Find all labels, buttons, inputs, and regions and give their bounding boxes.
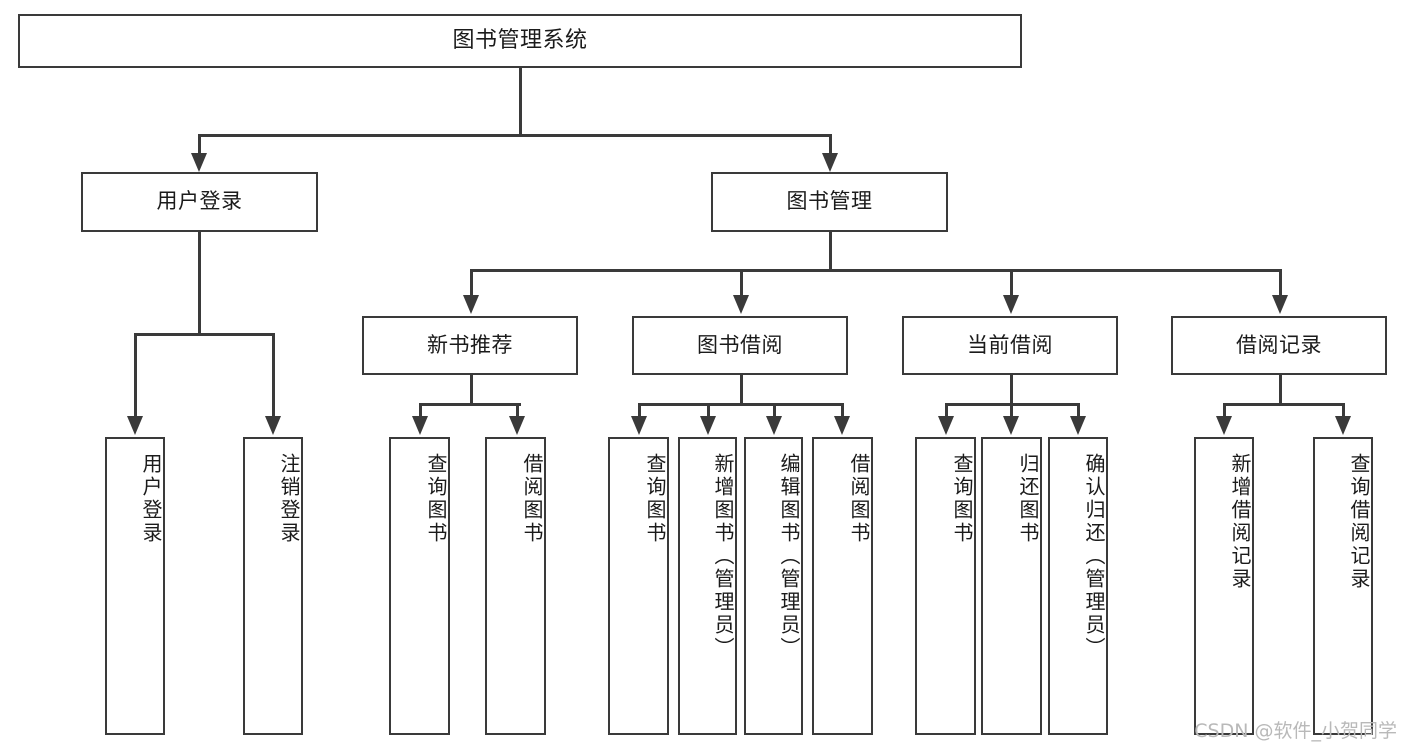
leaf-return-book[interactable]: 归还图书 bbox=[981, 437, 1042, 735]
leaf-label: 新增图书（管理员） bbox=[711, 453, 735, 660]
arrowhead-book-borrow-leaf-1 bbox=[631, 416, 647, 435]
edge-borrow-record-drop-2 bbox=[1342, 403, 1345, 417]
edge-book-management-stem bbox=[829, 232, 832, 272]
arrowhead-bm-to-borrow-record bbox=[1272, 295, 1288, 314]
leaf-label: 借阅图书 bbox=[847, 453, 871, 545]
edge-current-borrow-drop-2 bbox=[1010, 403, 1013, 417]
leaf-label: 新增借阅记录 bbox=[1228, 453, 1252, 591]
node-user-login[interactable]: 用户登录 bbox=[81, 172, 318, 232]
node-book-borrow[interactable]: 图书借阅 bbox=[632, 316, 848, 375]
node-new-book-recommend[interactable]: 新书推荐 bbox=[362, 316, 578, 375]
arrowhead-borrow-record-leaf-1 bbox=[1216, 416, 1232, 435]
arrowhead-current-borrow-leaf-2 bbox=[1003, 416, 1019, 435]
edge-new-book-stem bbox=[470, 375, 473, 405]
leaf-label: 查询图书 bbox=[950, 453, 974, 545]
edge-root-stem bbox=[519, 68, 522, 136]
edge-book-borrow-bus bbox=[638, 403, 843, 406]
leaf-query-book-recommend[interactable]: 查询图书 bbox=[389, 437, 450, 735]
node-label: 借阅记录 bbox=[1236, 332, 1322, 357]
leaf-label: 编辑图书（管理员） bbox=[777, 453, 801, 660]
edge-root-bus bbox=[198, 134, 831, 137]
node-label: 图书借阅 bbox=[697, 332, 783, 357]
edge-borrow-record-stem bbox=[1279, 375, 1282, 405]
edge-bm-drop-1 bbox=[470, 269, 473, 297]
edge-new-book-drop-2 bbox=[516, 403, 519, 417]
edge-borrow-record-bus bbox=[1223, 403, 1343, 406]
leaf-add-borrow-record[interactable]: 新增借阅记录 bbox=[1194, 437, 1254, 735]
node-label: 用户登录 bbox=[156, 189, 243, 214]
arrowhead-current-borrow-leaf-1 bbox=[938, 416, 954, 435]
arrowhead-book-borrow-leaf-3 bbox=[766, 416, 782, 435]
leaf-user-login[interactable]: 用户登录 bbox=[105, 437, 165, 735]
edge-new-book-drop-1 bbox=[419, 403, 422, 417]
edge-book-borrow-drop-3 bbox=[773, 403, 776, 417]
node-label: 图书管理系统 bbox=[452, 27, 588, 53]
edge-user-login-stem bbox=[198, 232, 201, 335]
edge-current-borrow-stem bbox=[1010, 375, 1013, 405]
edge-book-management-bus bbox=[470, 269, 1281, 272]
edge-bm-drop-2 bbox=[740, 269, 743, 297]
edge-book-borrow-drop-2 bbox=[707, 403, 710, 417]
leaf-logout[interactable]: 注销登录 bbox=[243, 437, 303, 735]
leaf-label: 查询图书 bbox=[643, 453, 667, 545]
leaf-add-book-admin[interactable]: 新增图书（管理员） bbox=[678, 437, 737, 735]
leaf-borrow-book-recommend[interactable]: 借阅图书 bbox=[485, 437, 546, 735]
arrowhead-current-borrow-leaf-3 bbox=[1070, 416, 1086, 435]
edge-root-to-book-management bbox=[829, 134, 832, 156]
node-root-book-management-system[interactable]: 图书管理系统 bbox=[18, 14, 1022, 68]
arrowhead-user-login-leaf-1 bbox=[127, 416, 143, 435]
edge-bm-drop-3 bbox=[1010, 269, 1013, 297]
leaf-label: 确认归还（管理员） bbox=[1082, 453, 1106, 660]
leaf-query-book-borrow[interactable]: 查询图书 bbox=[608, 437, 669, 735]
leaf-label: 借阅图书 bbox=[520, 453, 544, 545]
leaf-label: 注销登录 bbox=[277, 453, 301, 545]
node-label: 当前借阅 bbox=[967, 332, 1053, 357]
node-borrow-record[interactable]: 借阅记录 bbox=[1171, 316, 1387, 375]
leaf-label: 归还图书 bbox=[1016, 453, 1040, 545]
edge-user-login-bus bbox=[134, 333, 274, 336]
leaf-edit-book-admin[interactable]: 编辑图书（管理员） bbox=[744, 437, 803, 735]
arrowhead-new-book-leaf-1 bbox=[412, 416, 428, 435]
edge-new-book-bus bbox=[419, 403, 521, 406]
leaf-borrow-book[interactable]: 借阅图书 bbox=[812, 437, 873, 735]
node-book-management[interactable]: 图书管理 bbox=[711, 172, 948, 232]
arrowhead-bm-to-new-book bbox=[463, 295, 479, 314]
arrowhead-borrow-record-leaf-2 bbox=[1335, 416, 1351, 435]
edge-bm-drop-4 bbox=[1279, 269, 1282, 297]
edge-user-login-drop-1 bbox=[134, 333, 137, 418]
arrowhead-user-login-leaf-2 bbox=[265, 416, 281, 435]
edge-book-borrow-stem bbox=[740, 375, 743, 405]
edge-book-borrow-drop-1 bbox=[638, 403, 641, 417]
leaf-label: 用户登录 bbox=[139, 453, 163, 545]
node-label: 新书推荐 bbox=[427, 332, 513, 357]
arrowhead-new-book-leaf-2 bbox=[509, 416, 525, 435]
leaf-label: 查询借阅记录 bbox=[1347, 453, 1371, 591]
node-label: 图书管理 bbox=[786, 189, 873, 214]
edge-book-borrow-drop-4 bbox=[841, 403, 844, 417]
edge-user-login-drop-2 bbox=[272, 333, 275, 418]
arrowhead-bm-to-book-borrow bbox=[733, 295, 749, 314]
leaf-query-book-current[interactable]: 查询图书 bbox=[915, 437, 976, 735]
leaf-confirm-return-admin[interactable]: 确认归还（管理员） bbox=[1048, 437, 1108, 735]
arrowhead-root-to-user-login bbox=[191, 153, 207, 172]
arrowhead-bm-to-current-borrow bbox=[1003, 295, 1019, 314]
leaf-label: 查询图书 bbox=[424, 453, 448, 545]
edge-current-borrow-drop-1 bbox=[945, 403, 948, 417]
arrowhead-book-borrow-leaf-2 bbox=[700, 416, 716, 435]
edge-current-borrow-drop-3 bbox=[1077, 403, 1080, 417]
arrowhead-root-to-book-management bbox=[822, 153, 838, 172]
arrowhead-book-borrow-leaf-4 bbox=[834, 416, 850, 435]
edge-borrow-record-drop-1 bbox=[1223, 403, 1226, 417]
leaf-query-borrow-record[interactable]: 查询借阅记录 bbox=[1313, 437, 1373, 735]
node-current-borrow[interactable]: 当前借阅 bbox=[902, 316, 1118, 375]
edge-root-to-user-login bbox=[198, 134, 201, 156]
